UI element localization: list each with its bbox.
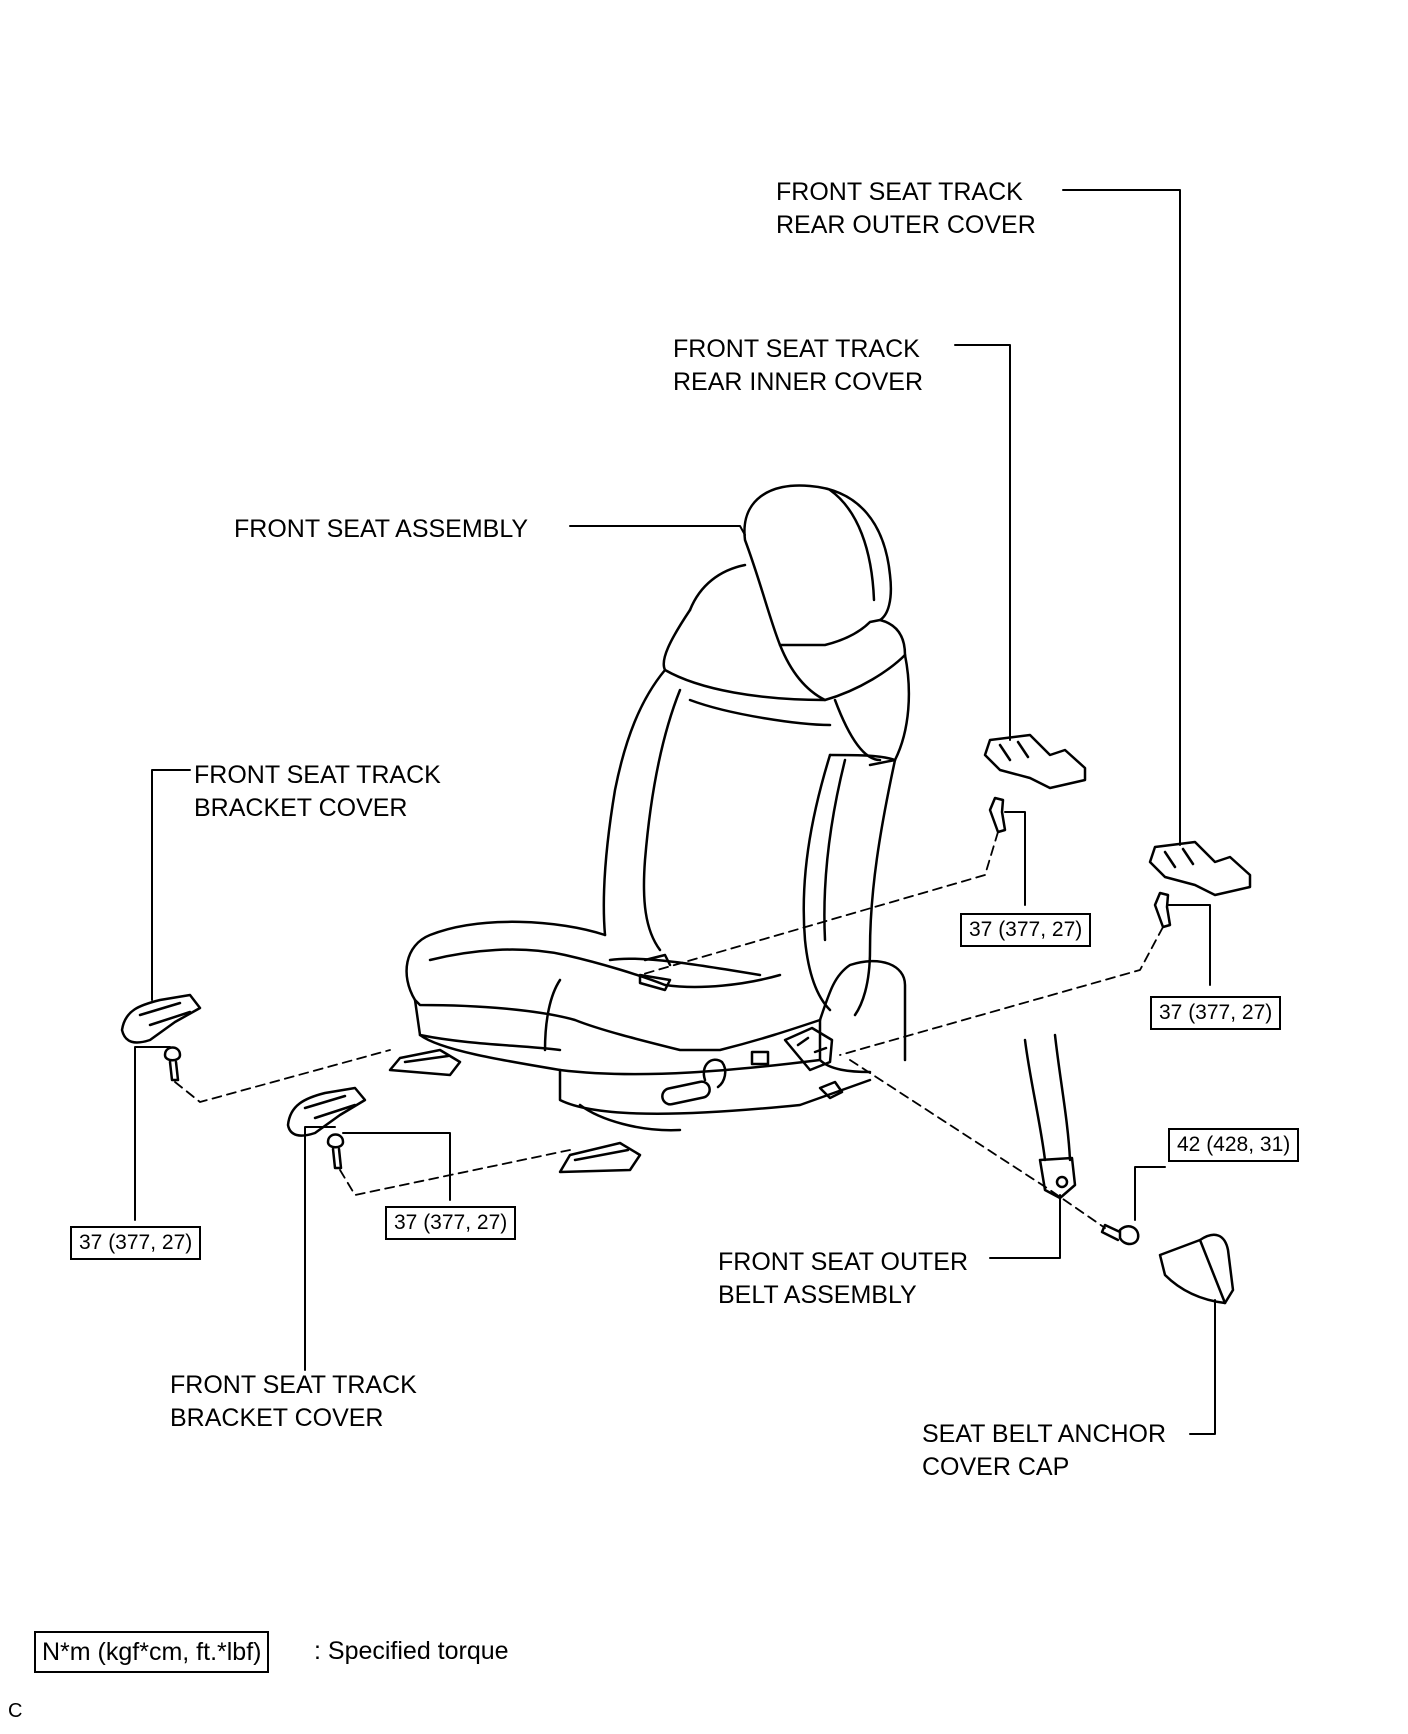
label-rear-outer-cover: FRONT SEAT TRACK REAR OUTER COVER <box>776 178 1036 239</box>
torque-box-center-bracket-bolt: 37 (377, 27) <box>385 1206 517 1240</box>
torque-box-inner-cover-bolt: 37 (377, 27) <box>960 913 1092 947</box>
front-seat-assembly-drawing <box>388 484 911 1174</box>
label-bracket-cover-lower: FRONT SEAT TRACK BRACKET COVER <box>170 1371 417 1432</box>
bolts <box>163 796 1172 1246</box>
label-anchor-cover-cap: SEAT BELT ANCHOR COVER CAP <box>922 1420 1167 1481</box>
leader-lines <box>134 189 1216 1435</box>
rear-inner-cover-drawing <box>983 733 1087 790</box>
corner-mark: C <box>8 1700 23 1722</box>
dashed-alignment-lines <box>174 831 1164 1229</box>
label-front-seat-assembly: FRONT SEAT ASSEMBLY <box>234 515 529 543</box>
label-bracket-cover-upper: FRONT SEAT TRACK BRACKET COVER <box>194 761 441 822</box>
bracket-cover-center-drawing <box>286 1086 367 1137</box>
outer-belt-drawing <box>1023 1033 1077 1200</box>
legend-torque-unit-box: N*m (kgf*cm, ft.*lbf) <box>34 1631 270 1673</box>
label-rear-inner-cover: FRONT SEAT TRACK REAR INNER COVER <box>673 335 924 396</box>
label-outer-belt-assembly: FRONT SEAT OUTER BELT ASSEMBLY <box>718 1248 969 1309</box>
torque-box-outer-cover-bolt: 37 (377, 27) <box>1150 996 1282 1030</box>
rear-outer-cover-drawing <box>1148 840 1252 897</box>
legend-description: : Specified torque <box>314 1637 509 1665</box>
torque-box-left-bracket-bolt: 37 (377, 27) <box>70 1226 202 1260</box>
anchor-cover-cap-drawing <box>1158 1233 1235 1305</box>
bracket-cover-left-drawing <box>120 993 202 1044</box>
torque-box-belt-anchor-bolt: 42 (428, 31) <box>1168 1128 1300 1162</box>
